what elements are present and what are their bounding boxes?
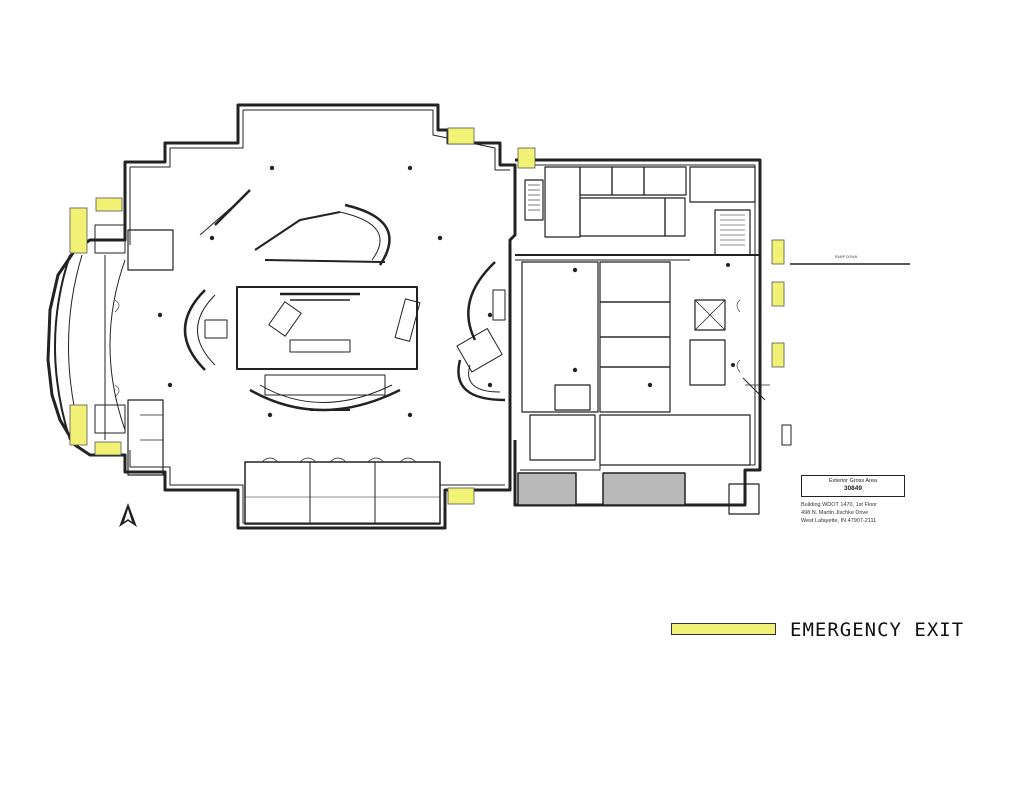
svg-text:RAMP DOWN: RAMP DOWN (835, 255, 858, 259)
counter-south-curve (249, 388, 401, 412)
emergency-exit-nw-2 (95, 197, 123, 212)
emergency-exit-s (447, 487, 475, 505)
room-ne-5 (664, 197, 686, 237)
room-e-sw1 (529, 414, 596, 461)
counter-west-curve (183, 289, 206, 371)
emergency-exit-e3 (771, 342, 785, 368)
room-ne-1 (544, 166, 581, 238)
room-ne-6 (689, 166, 756, 203)
emergency-exit-nw (69, 207, 88, 254)
area-box: Exterior Gross Area 30849 (801, 475, 905, 497)
building-outline-east-inner (520, 164, 756, 471)
site-pad (728, 483, 760, 515)
address-line-2: 498 N. Martin Jischke Drive (801, 510, 869, 516)
emergency-exit-e1 (771, 239, 785, 265)
south-bay (244, 461, 441, 525)
central-kiosk (236, 286, 418, 370)
room-e-se (599, 414, 751, 466)
room-e-sw2 (554, 384, 591, 411)
room-e-core (694, 299, 726, 331)
emergency-exit-sw-2 (94, 441, 122, 456)
address-line-1: Building WDOT 1470, 1st Floor (801, 502, 878, 508)
room-e-strip-1 (599, 261, 671, 303)
room-shaded-1 (517, 472, 577, 506)
room-ne-3 (611, 166, 645, 196)
area-box-title: Exterior Gross Area (829, 478, 877, 484)
room-ne-stair (714, 209, 751, 256)
room-e-large (521, 261, 599, 413)
emergency-exit-sw (69, 404, 88, 446)
room-e-strip-2 (599, 301, 671, 338)
room-shaded-2 (602, 472, 686, 506)
area-box-value: 30849 (843, 485, 863, 492)
room-e-lower (599, 366, 671, 413)
building-outline-east (513, 158, 762, 507)
room-ne-stair-w (524, 179, 544, 221)
west-curtain-wall (54, 254, 71, 441)
room-e-toilet-1 (689, 339, 726, 386)
room-ne-corridor (579, 197, 666, 237)
entry-arc (109, 259, 126, 431)
counter-east-curve-2 (457, 359, 506, 402)
address-line-3: West Lafayette, IN 47907-2111 (801, 518, 877, 524)
building-outline-west (46, 103, 517, 530)
restroom-sw (127, 399, 164, 476)
emergency-exit-n (447, 127, 475, 145)
room-e-strip-3 (599, 336, 671, 368)
address-block: Building WDOT 1470, 1st Floor 498 N. Mar… (801, 501, 941, 525)
legend-label: EMERGENCY EXIT (790, 619, 965, 641)
room-ne-2 (579, 166, 613, 196)
emergency-exit-ne (517, 147, 536, 169)
legend-swatch (671, 623, 776, 635)
counter-north-bench (254, 211, 341, 251)
emergency-exit-e2 (771, 281, 785, 307)
room-ne-4 (643, 166, 687, 196)
north-arrow-icon (119, 503, 137, 527)
counter-east-curve (467, 261, 496, 341)
counter-north-curve (344, 203, 391, 266)
restroom-nw (127, 229, 174, 271)
